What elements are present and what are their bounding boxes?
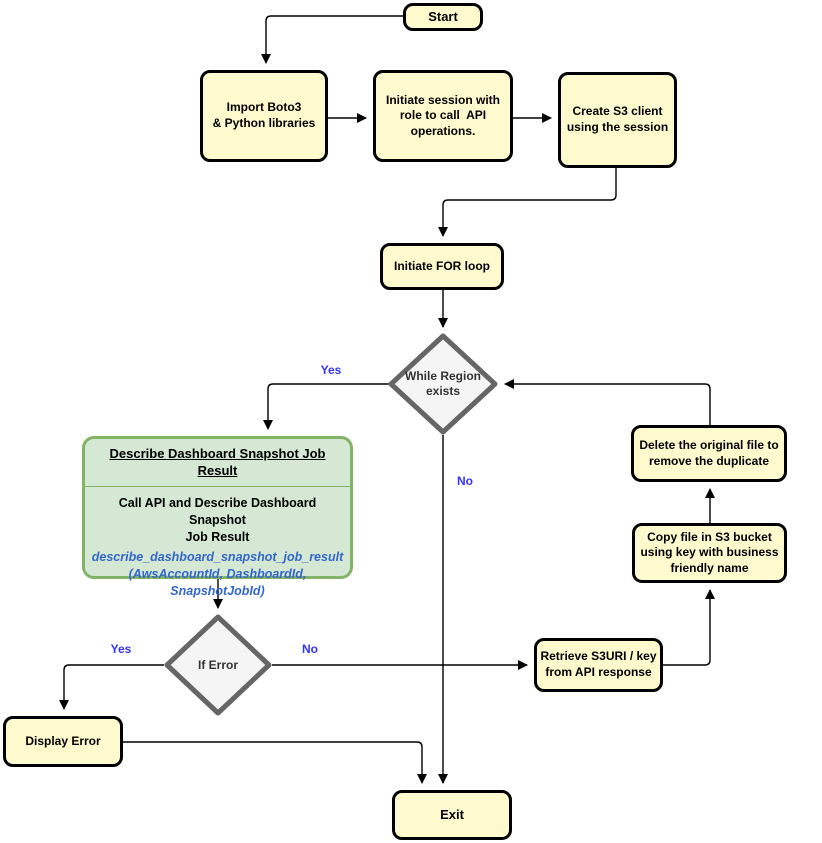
node-import-boto3: Import Boto3 & Python libraries: [200, 70, 328, 162]
decision-while-region-exists-label: While Region exists: [398, 361, 488, 407]
node-retrieve-s3uri-label: Retrieve S3URI / key from API response: [540, 649, 657, 679]
node-create-s3-client: Create S3 client using the session: [558, 72, 677, 168]
node-delete-original-label: Delete the original file to remove the d…: [639, 437, 779, 468]
node-exit: Exit: [392, 790, 512, 840]
if-error-text: If Error: [197, 657, 238, 672]
edge-iferror-yes-to-display: [59, 664, 164, 710]
edge-label-while-yes: Yes: [320, 363, 342, 377]
node-import-boto3-label: Import Boto3 & Python libraries: [212, 100, 316, 130]
edge-create-to-forloop: [438, 168, 617, 237]
node-start-label: Start: [428, 8, 458, 24]
node-display-error-label: Display Error: [25, 733, 101, 748]
node-initiate-session-label: Initiate session with role to call API o…: [385, 92, 501, 138]
node-start: Start: [403, 3, 483, 31]
decision-if-error: [164, 614, 272, 716]
decision-if-error-label: If Error: [173, 652, 263, 678]
describe-job-body: Call API and Describe Dashboard Snapshot…: [118, 495, 317, 544]
node-create-s3-client-label: Create S3 client using the session: [566, 104, 669, 134]
edge-label-iferror-yes: Yes: [110, 642, 132, 656]
node-display-error: Display Error: [3, 716, 123, 767]
node-exit-label: Exit: [440, 806, 464, 822]
node-copy-file: Copy file in S3 bucket using key with bu…: [632, 523, 787, 583]
node-initiate-session: Initiate session with role to call API o…: [373, 70, 513, 162]
edge-label-while-no: No: [457, 474, 473, 488]
edge-delete-to-while: [504, 379, 711, 425]
edge-retrieve-to-copy: [663, 589, 715, 666]
node-copy-file-label: Copy file in S3 bucket using key with bu…: [640, 529, 779, 575]
edge-label-iferror-no: No: [302, 642, 318, 656]
edge-display-to-exit: [123, 741, 427, 784]
decision-while-region-exists: [388, 333, 498, 435]
node-initiate-for-loop-label: Initiate FOR loop: [394, 258, 490, 273]
edge-start-to-import: [261, 15, 403, 64]
node-describe-dashboard-snapshot-job-result: Describe Dashboard Snapshot Job Result C…: [82, 436, 353, 598]
while-region-exists-text: While Region exists: [405, 369, 481, 398]
describe-job-api-call: describe_dashboard_snapshot_job_result (…: [91, 550, 344, 599]
describe-job-title: Describe Dashboard Snapshot Job Result: [109, 446, 326, 478]
edge-while-yes-to-describe: [263, 383, 389, 430]
node-delete-original: Delete the original file to remove the d…: [631, 425, 787, 482]
node-initiate-for-loop: Initiate FOR loop: [380, 243, 504, 290]
node-retrieve-s3uri: Retrieve S3URI / key from API response: [534, 638, 663, 692]
describe-job-divider: [85, 485, 350, 487]
